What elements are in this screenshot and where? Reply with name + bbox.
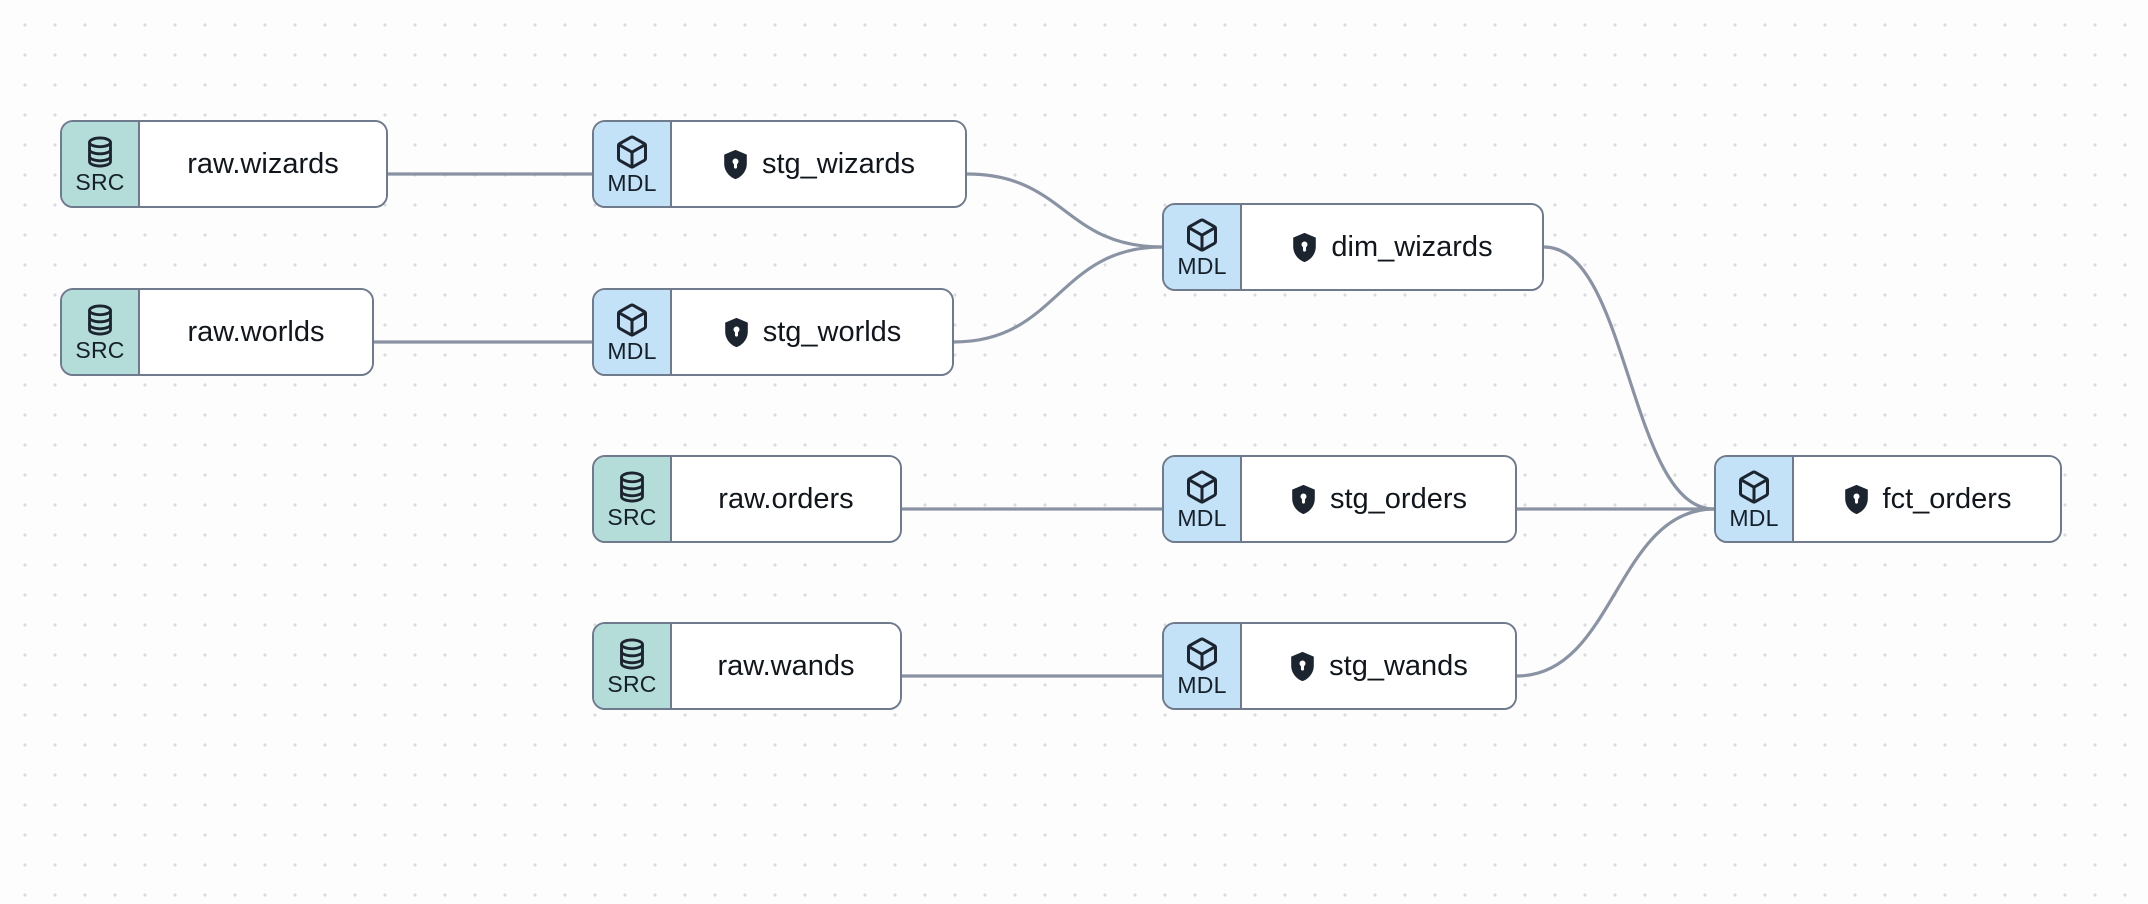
badge-model: MDL: [594, 290, 672, 374]
database-icon: [615, 470, 649, 504]
shield-lock-icon: [1293, 232, 1317, 262]
node-stg_wands[interactable]: MDL stg_wands: [1162, 622, 1517, 710]
shield-lock-icon: [1291, 232, 1318, 263]
database-icon: [83, 303, 117, 337]
badge-source: SRC: [62, 122, 140, 206]
edge-dim_wizards-to-fct_orders: [1542, 245, 1716, 511]
badge-label: SRC: [607, 670, 657, 697]
badge-label: MDL: [1177, 671, 1227, 698]
database-icon: [615, 637, 649, 671]
node-raw_wands[interactable]: SRC raw.wands: [592, 622, 902, 710]
badge-label: MDL: [1729, 504, 1779, 531]
cube-icon: [1184, 217, 1220, 253]
cube-icon: [1184, 636, 1220, 672]
badge-source: SRC: [62, 290, 140, 374]
badge-label: SRC: [75, 336, 125, 363]
node-stg_worlds[interactable]: MDL stg_worlds: [592, 288, 954, 376]
badge-model: MDL: [594, 122, 672, 206]
badge-label: MDL: [1177, 504, 1227, 531]
badge-label: SRC: [607, 503, 657, 530]
node-raw_orders[interactable]: SRC raw.orders: [592, 455, 902, 543]
cube-icon: [1184, 469, 1220, 505]
node-body: stg_wizards: [672, 122, 965, 206]
node-body: raw.wands: [672, 624, 900, 708]
node-raw_worlds[interactable]: SRC raw.worlds: [60, 288, 374, 376]
edge-stg_wizards-to-dim_wizards: [965, 172, 1164, 249]
node-label: stg_wands: [1329, 649, 1468, 682]
node-stg_wizards[interactable]: MDL stg_wizards: [592, 120, 967, 208]
badge-model: MDL: [1716, 457, 1794, 541]
shield-lock-icon: [724, 317, 748, 347]
node-label: dim_wizards: [1331, 230, 1493, 263]
shield-lock-icon: [724, 149, 747, 179]
shield-lock-icon: [1291, 651, 1314, 681]
node-body: stg_orders: [1242, 457, 1515, 541]
edge-stg_worlds-to-dim_wizards: [952, 245, 1164, 344]
node-body: raw.worlds: [140, 290, 372, 374]
database-icon: [83, 135, 117, 169]
shield-lock-icon: [1292, 484, 1315, 514]
badge-source: SRC: [594, 624, 672, 708]
node-raw_wizards[interactable]: SRC raw.wizards: [60, 120, 388, 208]
node-stg_orders[interactable]: MDL stg_orders: [1162, 455, 1517, 543]
node-label: stg_orders: [1329, 482, 1467, 515]
node-body: raw.wizards: [140, 122, 386, 206]
badge-model: MDL: [1164, 457, 1242, 541]
node-body: dim_wizards: [1242, 205, 1542, 289]
node-body: raw.orders: [672, 457, 900, 541]
node-label: raw.wizards: [187, 147, 339, 180]
node-dim_wizards[interactable]: MDL dim_wizards: [1162, 203, 1544, 291]
badge-model: MDL: [1164, 624, 1242, 708]
node-label: stg_worlds: [762, 315, 902, 348]
cube-icon: [614, 302, 650, 338]
shield-lock-icon: [722, 149, 749, 180]
node-label: raw.orders: [718, 482, 854, 515]
node-label: raw.worlds: [187, 315, 325, 348]
node-fct_orders[interactable]: MDL fct_orders: [1714, 455, 2062, 543]
node-label: fct_orders: [1882, 482, 2012, 515]
cube-icon: [1736, 469, 1772, 505]
node-label: raw.wands: [717, 649, 855, 682]
badge-label: MDL: [607, 337, 657, 364]
shield-lock-icon: [1843, 484, 1870, 515]
shield-lock-icon: [1844, 484, 1868, 514]
badge-model: MDL: [1164, 205, 1242, 289]
shield-lock-icon: [723, 317, 750, 348]
edge-stg_wands-to-fct_orders: [1515, 507, 1716, 678]
badge-source: SRC: [594, 457, 672, 541]
badge-label: MDL: [607, 169, 657, 196]
badge-label: SRC: [75, 168, 125, 195]
shield-lock-icon: [1289, 651, 1316, 682]
shield-lock-icon: [1290, 484, 1317, 515]
node-label: stg_wizards: [761, 147, 916, 180]
cube-icon: [614, 134, 650, 170]
node-body: stg_wands: [1242, 624, 1515, 708]
badge-label: MDL: [1177, 252, 1227, 279]
node-body: stg_worlds: [672, 290, 952, 374]
node-body: fct_orders: [1794, 457, 2060, 541]
